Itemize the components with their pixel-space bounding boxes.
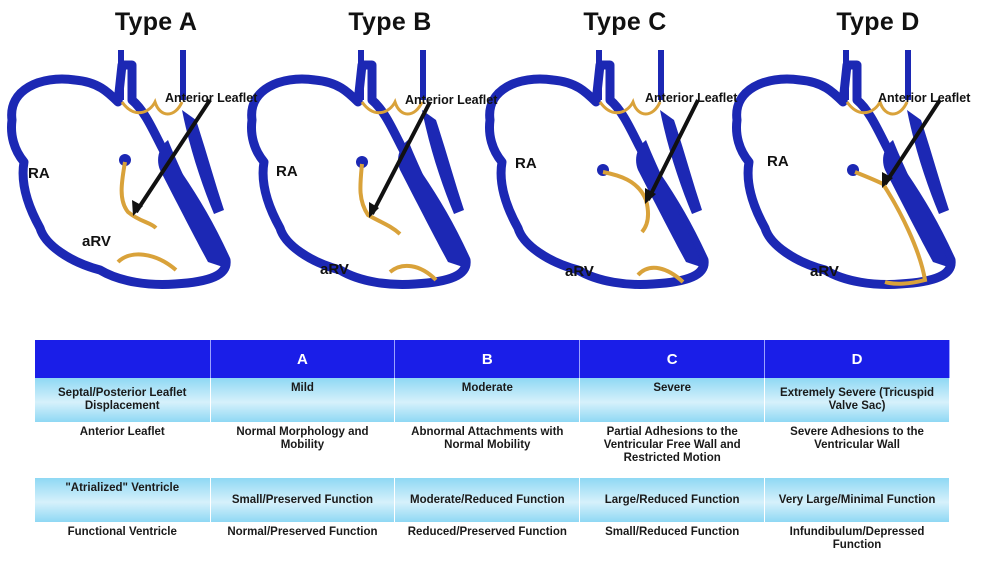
type-b-leaflet-label: Anterior Leaflet (405, 93, 498, 107)
table-cell: Small/Preserved Function (210, 478, 395, 522)
type-d-leaflet-label: Anterior Leaflet (878, 91, 971, 105)
type-a-ra-label: RA (28, 165, 50, 182)
type-c-leaflet-label: Anterior Leaflet (645, 91, 738, 105)
table-cell: Infundibulum/Depressed Function (765, 522, 950, 566)
type-d-arv-label: aRV (810, 263, 839, 280)
type-a-arv-label: aRV (82, 233, 111, 250)
header-cell-blank (35, 340, 210, 378)
row-label: Functional Ventricle (35, 522, 210, 566)
ebstein-diagrams: RA aRV Anterior Leaflet RA aRV Anterior … (0, 0, 995, 330)
table-cell: Partial Adhesions to the Ventricular Fre… (580, 422, 765, 478)
type-c-ra-label: RA (515, 155, 537, 172)
header-cell-a: A (210, 340, 395, 378)
header-cell-b: B (395, 340, 580, 378)
table-row: "Atrialized" Ventricle Small/Preserved F… (35, 478, 950, 522)
type-b-arv-label: aRV (320, 261, 349, 278)
type-d-ra-label: RA (767, 153, 789, 170)
type-a-leaflet-label: Anterior Leaflet (165, 91, 258, 105)
table-cell: Extremely Severe (Tricuspid Valve Sac) (765, 378, 950, 422)
table-cell: Normal/Preserved Function (210, 522, 395, 566)
table-cell: Abnormal Attachments with Normal Mobilit… (395, 422, 580, 478)
row-label: Septal/Posterior Leaflet Displacement (35, 378, 210, 422)
row-label: "Atrialized" Ventricle (35, 478, 210, 522)
table-row: Functional Ventricle Normal/Preserved Fu… (35, 522, 950, 566)
header-cell-c: C (580, 340, 765, 378)
table-cell: Reduced/Preserved Function (395, 522, 580, 566)
table-cell: Very Large/Minimal Function (765, 478, 950, 522)
table-cell: Normal Morphology and Mobility (210, 422, 395, 478)
table-header-row: A B C D (35, 340, 950, 378)
table-cell: Small/Reduced Function (580, 522, 765, 566)
table-cell: Moderate/Reduced Function (395, 478, 580, 522)
table-cell: Mild (210, 378, 395, 422)
header-cell-d: D (765, 340, 950, 378)
classification-table: A B C D Septal/Posterior Leaflet Displac… (35, 340, 950, 566)
type-c-arv-label: aRV (565, 263, 594, 280)
table-cell: Severe Adhesions to the Ventricular Wall (765, 422, 950, 478)
type-b-ra-label: RA (276, 163, 298, 180)
table-row: Septal/Posterior Leaflet Displacement Mi… (35, 378, 950, 422)
table-cell: Severe (580, 378, 765, 422)
table-cell: Large/Reduced Function (580, 478, 765, 522)
table-row: Anterior Leaflet Normal Morphology and M… (35, 422, 950, 478)
table-cell: Moderate (395, 378, 580, 422)
row-label: Anterior Leaflet (35, 422, 210, 478)
